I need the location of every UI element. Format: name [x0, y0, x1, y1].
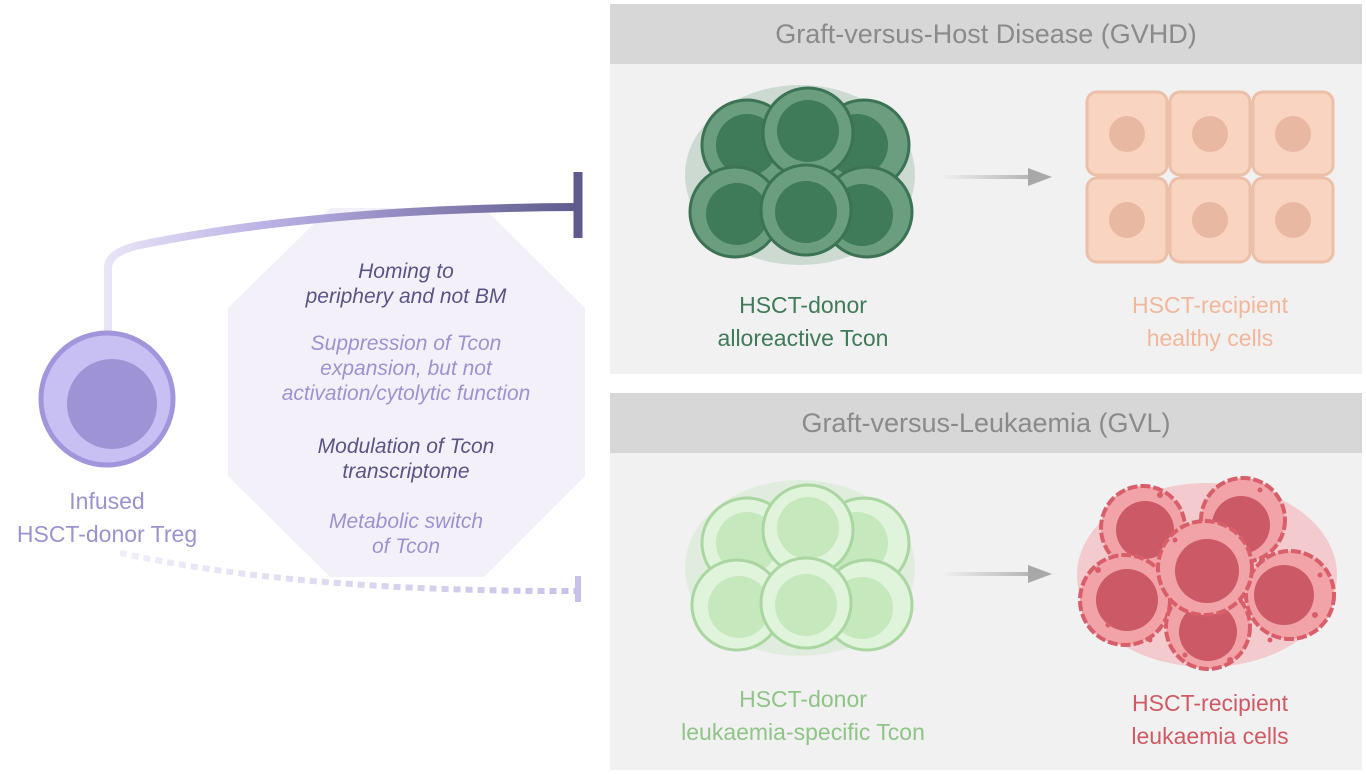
- leukaemia-cells-cluster: [1077, 476, 1337, 671]
- gvhd-recipient-label: HSCT-recipient healthy cells: [1070, 289, 1350, 355]
- mechanism-suppression-line3: activation/cytolytic function: [281, 382, 531, 405]
- treg-nucleus: [67, 359, 157, 449]
- gvhd-recipient-label-line1: HSCT-recipient: [1132, 292, 1288, 318]
- mechanism-metabolic-line1: Metabolic switch: [328, 510, 484, 533]
- treg-label: Infused HSCT-donor Treg: [0, 485, 214, 551]
- mechanism-octagon: [228, 208, 585, 577]
- dotted-line: [119, 550, 579, 595]
- mechanism-modulation-line2: transcriptome: [342, 460, 470, 483]
- gvhd-arrow: [945, 168, 1052, 186]
- treg-label-line2: HSCT-donor Treg: [16, 521, 198, 547]
- gvl-donor-label-line1: HSCT-donor: [739, 686, 867, 712]
- inhibition-line: [104, 203, 582, 336]
- mechanism-modulation-line1: Modulation of Tcon: [317, 435, 495, 458]
- gvl-donor-label: HSCT-donor leukaemia-specific Tcon: [653, 683, 953, 749]
- mechanism-homing: Homing to periphery and not BM: [230, 259, 582, 309]
- gvhd-title: Graft-versus-Host Disease (GVHD): [610, 4, 1362, 64]
- gvhd-tcon-cluster: [685, 85, 915, 265]
- mechanism-suppression-line2: expansion, but not: [320, 357, 492, 380]
- mechanism-homing-line2: periphery and not BM: [305, 285, 507, 308]
- healthy-cells-grid: [1085, 90, 1335, 264]
- gvl-recipient-label-line2: leukaemia cells: [1131, 723, 1289, 749]
- gvl-recipient-label: HSCT-recipient leukaemia cells: [1070, 687, 1350, 753]
- gvl-tcon-cluster: [685, 480, 915, 656]
- gvhd-donor-label-line2: alloreactive Tcon: [717, 325, 889, 351]
- gvl-title: Graft-versus-Leukaemia (GVL): [610, 393, 1362, 453]
- mechanism-modulation: Modulation of Tcon transcriptome: [230, 434, 582, 484]
- mechanism-suppression: Suppression of Tcon expansion, but not a…: [230, 331, 582, 406]
- gvhd-recipient-label-line2: healthy cells: [1146, 325, 1274, 351]
- gvl-donor-label-line2: leukaemia-specific Tcon: [681, 719, 925, 745]
- mechanism-suppression-line1: Suppression of Tcon: [310, 332, 502, 355]
- gvl-recipient-label-line1: HSCT-recipient: [1132, 690, 1288, 716]
- mechanism-homing-line1: Homing to: [358, 260, 454, 283]
- mechanism-metabolic-line2: of Tcon: [371, 535, 441, 558]
- gvl-arrow: [945, 565, 1052, 583]
- treg-label-line1: Infused: [69, 488, 145, 514]
- gvhd-donor-label: HSCT-donor alloreactive Tcon: [663, 289, 943, 355]
- gvhd-donor-label-line1: HSCT-donor: [739, 292, 867, 318]
- mechanism-metabolic: Metabolic switch of Tcon: [230, 509, 582, 559]
